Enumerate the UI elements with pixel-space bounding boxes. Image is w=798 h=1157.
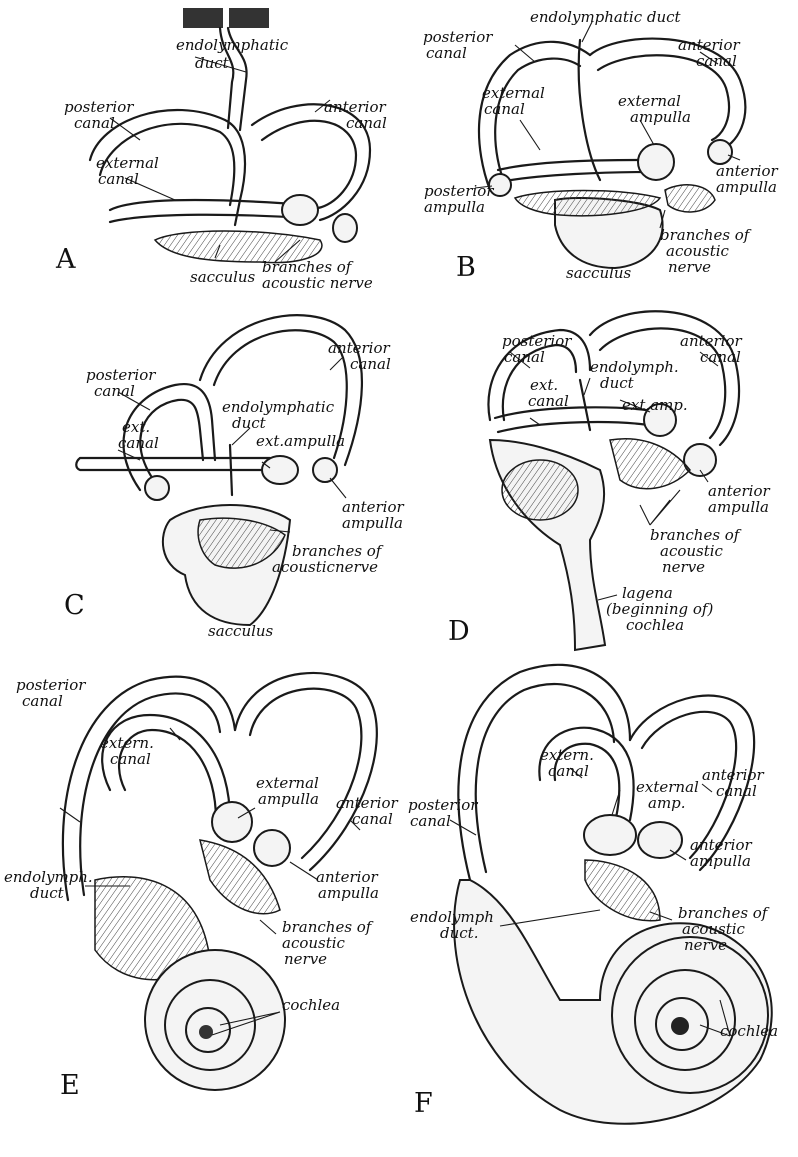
label-a-anterior-canal-2: canal: [346, 114, 387, 132]
label-c-branches-2: acousticnerve: [272, 558, 378, 576]
label-e-branches-3: nerve: [284, 950, 327, 968]
label-f-external-amp-2: amp.: [648, 794, 686, 812]
duct-stub: [183, 8, 223, 28]
label-a-posterior-canal-2: canal: [74, 114, 115, 132]
label-b-branches-3: nerve: [668, 258, 711, 276]
anterior-ampulla-c: [313, 458, 337, 482]
panel-b: posterior canal endolymphatic duct anter…: [423, 8, 779, 283]
ext-ampulla-c: [262, 456, 298, 484]
label-e-anterior-ampulla-2: ampulla: [318, 884, 379, 902]
external-canal-b: [498, 160, 650, 170]
anterior-ampulla-f: [638, 822, 682, 858]
label-d-anterior-canal-2: canal: [700, 348, 741, 366]
label-c-anterior-ampulla-2: ampulla: [342, 514, 403, 532]
label-d-posterior-canal-2: canal: [504, 348, 545, 366]
endolymphatic-duct-b: [579, 40, 600, 180]
label-d-endolymph-duct-2: duct: [600, 374, 635, 392]
nerve-branches-b: [665, 185, 715, 212]
label-d-lagena-3: cochlea: [626, 616, 684, 634]
endolymphatic-duct-c: [230, 445, 232, 495]
label-a-sacculus: sacculus: [190, 268, 256, 286]
label-f-anterior-canal-2: canal: [716, 782, 757, 800]
nerve-branches-f: [585, 860, 660, 921]
external-ampulla-b: [638, 144, 674, 180]
label-a-external-canal-2: canal: [98, 170, 139, 188]
label-e-anterior-canal-2: canal: [352, 810, 393, 828]
label-f-cochlea: cochlea: [720, 1022, 778, 1040]
label-e-posterior-canal-2: canal: [22, 692, 63, 710]
panel-a: endolymphatic duct posterior canal anter…: [55, 8, 387, 292]
anterior-ampulla-b: [708, 140, 732, 164]
external-ampulla-e: [212, 802, 252, 842]
label-b-sacculus: sacculus: [566, 264, 632, 282]
label-d-ext-amp: ext.amp.: [622, 396, 688, 414]
label-a-endolymphatic-duct-1: endolymphatic: [176, 36, 289, 54]
label-b-endolymphatic-duct: endolymphatic duct: [530, 8, 682, 26]
label-c-ext-ampulla: ext.ampulla: [256, 432, 345, 450]
label-b-external-canal-2: canal: [484, 100, 525, 118]
duct-stub-right: [229, 8, 269, 28]
label-f-posterior-canal-2: canal: [410, 812, 451, 830]
panel-d: posterior canal anterior canal ext. cana…: [448, 311, 771, 650]
label-e-cochlea: cochlea: [282, 996, 340, 1014]
label-f-extern-canal-2: canal: [548, 762, 589, 780]
label-c-sacculus: sacculus: [208, 622, 274, 640]
panel-letter-d: D: [448, 616, 470, 647]
panel-letter-c: C: [64, 590, 85, 621]
panel-e: posterior canal extern. canal external a…: [4, 673, 399, 1101]
label-c-posterior-canal-2: canal: [94, 382, 135, 400]
label-d-anterior-ampulla-2: ampulla: [708, 498, 769, 516]
label-b-external-ampulla-2: ampulla: [630, 108, 691, 126]
label-c-endolymphatic-duct-2: duct: [232, 414, 267, 432]
label-d-ext-canal-2: canal: [528, 392, 569, 410]
label-b-posterior-canal-2: canal: [426, 44, 467, 62]
external-canal-a: [110, 200, 310, 210]
ext-canal-c: [76, 458, 270, 470]
label-c-anterior-canal-2: canal: [350, 355, 391, 373]
sacculus-d: [502, 460, 578, 520]
label-a-branches-2: acoustic nerve: [262, 274, 373, 292]
panel-f: posterior canal extern. canal external a…: [408, 665, 778, 1124]
label-e-extern-canal-2: canal: [110, 750, 151, 768]
ampulla-a: [282, 195, 318, 225]
label-e-external-ampulla-2: ampulla: [258, 790, 319, 808]
label-e-endolymph-duct-2: duct: [30, 884, 65, 902]
panel-letter-a: A: [55, 244, 76, 275]
label-f-branches-3: nerve: [684, 936, 727, 954]
panel-c: posterior canal anterior canal ext. cana…: [64, 315, 405, 640]
label-b-posterior-ampulla-2: ampulla: [424, 198, 485, 216]
label-a-endolymphatic-duct-2: duct: [195, 54, 230, 72]
panel-letter-f: F: [414, 1088, 433, 1119]
anterior-ampulla-e: [254, 830, 290, 866]
panel-letter-b: B: [456, 252, 476, 283]
label-f-anterior-ampulla-2: ampulla: [690, 852, 751, 870]
nerve-branches-d: [610, 439, 690, 489]
panel-letter-e: E: [60, 1070, 80, 1101]
external-amp-f: [584, 815, 636, 855]
label-f-endolymph-duct-2: duct.: [440, 924, 478, 942]
label-c-ext-canal-2: canal: [118, 434, 159, 452]
label-b-anterior-canal-2: canal: [696, 52, 737, 70]
label-b-anterior-ampulla-2: ampulla: [716, 178, 777, 196]
label-d-branches-3: nerve: [662, 558, 705, 576]
